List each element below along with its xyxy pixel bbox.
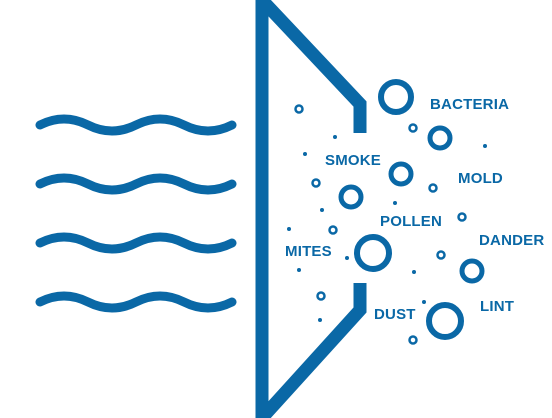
particles-dots xyxy=(287,135,487,322)
airflow-wave-2 xyxy=(35,173,237,195)
airflow-wave-1 xyxy=(35,114,237,136)
label-dander: DANDER xyxy=(479,232,544,249)
particle-dot xyxy=(345,256,349,260)
particle-dot xyxy=(393,201,397,205)
particle-labels: BACTERIA SMOKE MOLD POLLEN DANDER MITES … xyxy=(285,96,544,323)
particle-ring xyxy=(338,184,364,210)
particle-ring xyxy=(459,258,485,284)
label-mites: MITES xyxy=(285,243,332,260)
particle-ring xyxy=(426,302,464,340)
airflow-wave-3 xyxy=(35,232,237,254)
particle-dot xyxy=(422,300,426,304)
particles-medium xyxy=(338,125,485,284)
particle-dot xyxy=(333,135,337,139)
filter-outline xyxy=(255,0,367,418)
particle-ring xyxy=(294,104,304,114)
particle-dot xyxy=(320,208,324,212)
airflow-wave-4 xyxy=(35,291,237,313)
label-mold: MOLD xyxy=(458,170,503,187)
particle-ring xyxy=(388,161,414,187)
particle-dot xyxy=(483,144,487,148)
particle-ring xyxy=(427,125,453,151)
particles-large xyxy=(354,79,464,340)
label-smoke: SMOKE xyxy=(325,152,381,169)
particle-ring xyxy=(354,234,392,272)
particle-ring xyxy=(408,335,418,345)
particle-ring xyxy=(378,79,414,115)
particles-small xyxy=(294,104,467,345)
particle-dot xyxy=(297,268,301,272)
particle-ring xyxy=(328,225,338,235)
label-pollen: POLLEN xyxy=(380,213,442,230)
particle-ring xyxy=(408,123,418,133)
particle-dot xyxy=(287,227,291,231)
label-bacteria: BACTERIA xyxy=(430,96,509,113)
particle-dot xyxy=(412,270,416,274)
particle-ring xyxy=(311,178,321,188)
airflow-waves xyxy=(35,114,237,313)
particle-ring xyxy=(436,250,446,260)
particle-dot xyxy=(303,152,307,156)
label-lint: LINT xyxy=(480,298,514,315)
particle-dot xyxy=(318,318,322,322)
particle-ring xyxy=(428,183,438,193)
particle-ring xyxy=(457,212,467,222)
label-dust: DUST xyxy=(374,306,416,323)
particle-ring xyxy=(316,291,326,301)
